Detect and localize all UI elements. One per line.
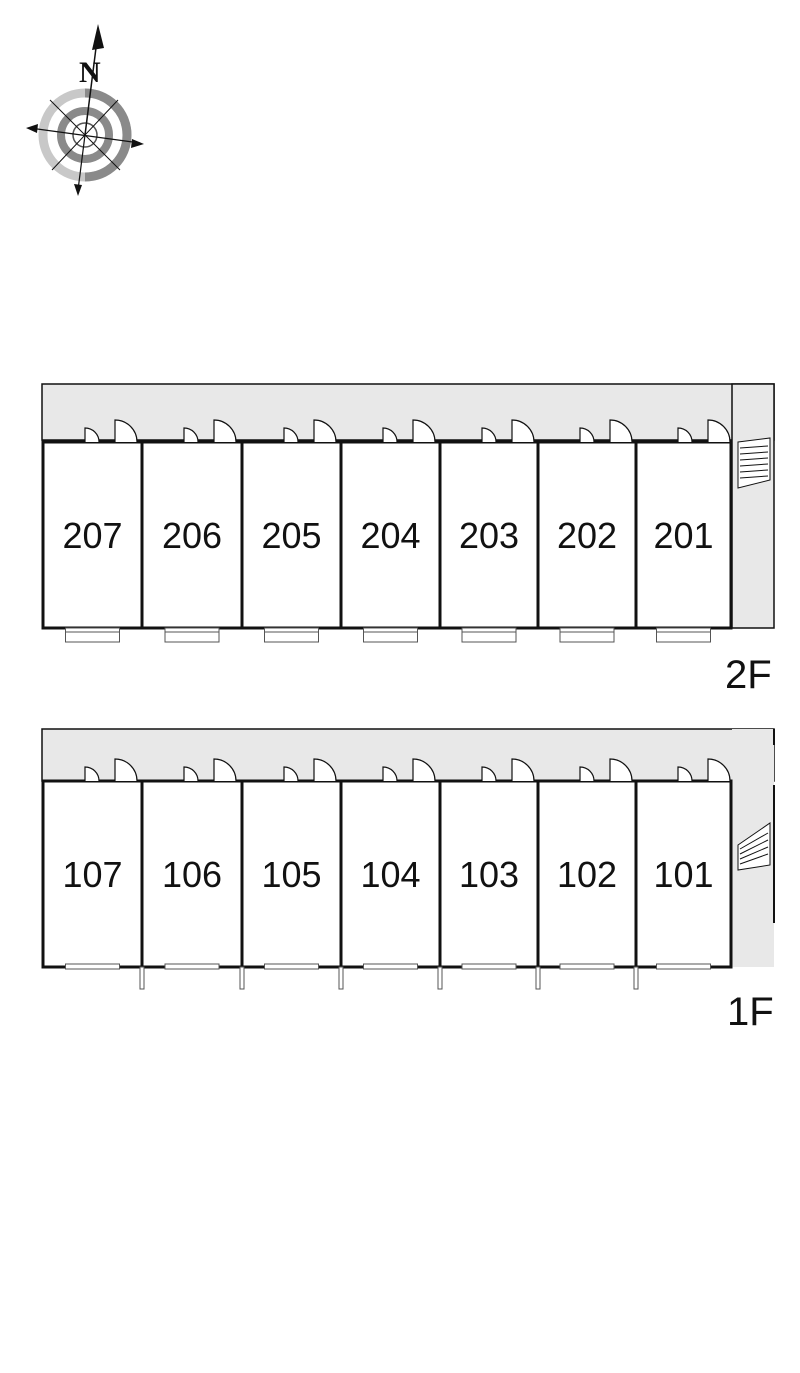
unit-104: 104 (338, 758, 442, 990)
window (65, 963, 120, 970)
north-label: N (79, 56, 101, 89)
door-icon (481, 419, 535, 443)
door-icon (382, 419, 436, 443)
door-icon (677, 758, 731, 782)
floor-label-2f: 2F (725, 653, 772, 697)
partition-wall (437, 966, 443, 990)
door-icon (183, 758, 237, 782)
door-icon (84, 758, 138, 782)
partition-wall (535, 966, 541, 990)
door-icon (84, 419, 138, 443)
corridor (41, 383, 775, 441)
balcony (656, 627, 711, 643)
balcony (461, 627, 517, 643)
unit-number: 201 (653, 515, 713, 556)
building-2f: 207 206 205 204 203 202 201 (41, 383, 775, 643)
balcony (164, 627, 220, 643)
unit-number: 103 (459, 854, 519, 895)
unit-number: 203 (459, 515, 519, 556)
unit-number: 204 (360, 515, 420, 556)
window (264, 963, 319, 970)
floor-plan-1f: 107 106 105 104 103 102 101 1F (41, 728, 775, 1034)
window (461, 963, 517, 970)
unit-number: 107 (62, 854, 122, 895)
unit-number: 104 (360, 854, 420, 895)
floor-label-1f: 1F (727, 990, 774, 1034)
window (164, 963, 220, 970)
unit-number: 101 (653, 854, 713, 895)
balcony (65, 627, 120, 643)
window (363, 963, 418, 970)
unit-107: 107 (41, 758, 144, 970)
unit-number: 106 (162, 854, 222, 895)
door-icon (481, 758, 535, 782)
door-icon (283, 419, 337, 443)
balcony (264, 627, 319, 643)
unit-101: 101 (633, 758, 733, 990)
unit-105: 105 (239, 758, 343, 990)
corridor (41, 728, 775, 782)
unit-204: 204 (339, 419, 442, 643)
unit-103: 103 (437, 758, 540, 990)
partition-wall (239, 966, 245, 990)
unit-number: 207 (62, 515, 122, 556)
unit-number: 206 (162, 515, 222, 556)
door-icon (579, 758, 633, 782)
window (559, 963, 615, 970)
partition-wall (338, 966, 344, 990)
partition-wall (139, 966, 145, 990)
unit-102: 102 (535, 758, 638, 990)
unit-203: 203 (438, 419, 540, 643)
floor-plan-2f: 207 206 205 204 203 202 201 2F (41, 383, 775, 697)
unit-number: 105 (261, 854, 321, 895)
door-icon (283, 758, 337, 782)
stair-landing (731, 383, 775, 629)
compass-rose: N (26, 24, 144, 196)
building-1f: 107 106 105 104 103 102 101 (41, 728, 775, 990)
balcony (559, 627, 615, 643)
door-icon (183, 419, 237, 443)
unit-number: 205 (261, 515, 321, 556)
unit-206: 206 (140, 419, 244, 643)
door-icon (382, 758, 436, 782)
unit-202: 202 (536, 419, 638, 643)
unit-number: 202 (557, 515, 617, 556)
unit-205: 205 (240, 419, 343, 643)
unit-106: 106 (139, 758, 244, 990)
window (656, 963, 711, 970)
unit-207: 207 (41, 419, 144, 643)
unit-number: 102 (557, 854, 617, 895)
staircase (737, 437, 771, 489)
door-icon (579, 419, 633, 443)
door-icon (677, 419, 731, 443)
partition-wall (633, 966, 639, 990)
staircase (737, 822, 771, 871)
unit-201: 201 (634, 419, 733, 643)
balcony (363, 627, 418, 643)
